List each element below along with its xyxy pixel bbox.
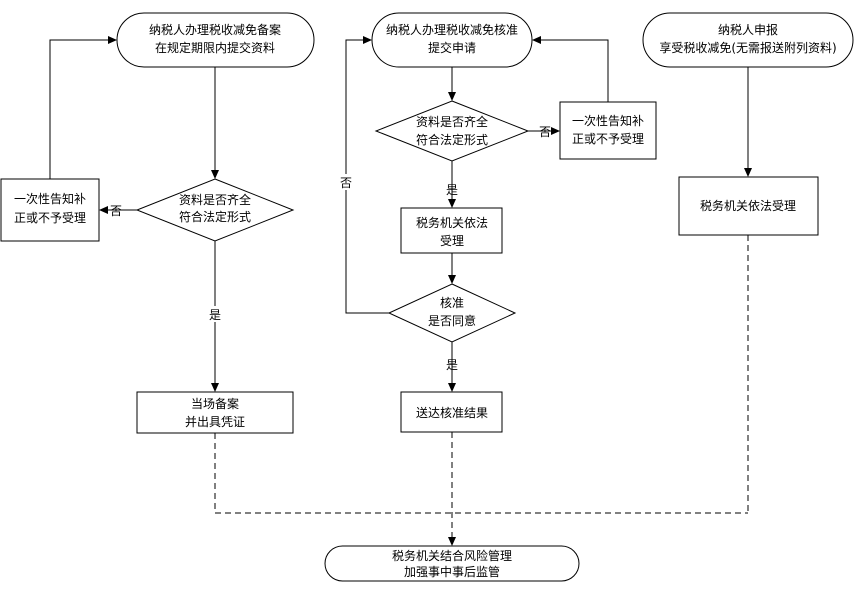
middle-approve-yes-arrowhead	[448, 383, 456, 392]
left-result-line1: 当场备案	[191, 396, 239, 411]
left-yes-label: 是	[209, 308, 221, 322]
middle-reject-line1: 一次性告知补	[572, 114, 644, 128]
middle-approve-no-label-bg	[335, 174, 357, 190]
bottom-end-line1: 税务机关结合风险管理	[392, 548, 512, 563]
bottom-end-node	[324, 545, 580, 582]
middle-check-decision	[374, 100, 530, 162]
dash-arrowhead-end	[448, 537, 456, 546]
right-start-line2: 享受税收减免(无需报送附列资料)	[659, 40, 836, 55]
middle-reject-box	[559, 101, 657, 160]
middle-arrowhead-yes	[448, 199, 456, 208]
bottom-end-line2: 加强事中事后监管	[404, 564, 500, 579]
middle-approve-decision	[387, 283, 517, 343]
left-result-line2: 并出具凭证	[185, 414, 245, 429]
left-loop-line	[49, 39, 108, 179]
middle-reject-loop-line	[541, 39, 609, 102]
middle-arrowhead-check	[448, 92, 456, 101]
middle-start-line1: 纳税人办理税收减免核准	[386, 22, 518, 37]
left-yes-label-bg	[204, 306, 226, 322]
left-no-label: 否	[110, 204, 122, 218]
middle-reject-loop-arrowhead	[532, 36, 541, 44]
left-start-node	[116, 12, 315, 68]
right-accept-box	[678, 176, 819, 236]
left-arrowhead-yes	[211, 383, 219, 392]
middle-accept-line1: 税务机关依法	[416, 215, 488, 230]
middle-no-label: 否	[539, 125, 551, 139]
left-start-line2: 在规定期限内提交资料	[155, 40, 275, 55]
left-result-box	[136, 391, 294, 434]
right-accept-text: 税务机关依法受理	[700, 198, 796, 213]
middle-accept-line2: 受理	[440, 234, 464, 248]
middle-result-box	[400, 391, 503, 433]
left-check-line2: 符合法定形式	[179, 209, 251, 224]
middle-start-node	[371, 12, 533, 68]
left-arrowhead-check	[211, 170, 219, 179]
left-reject-line1: 一次性告知补	[14, 192, 86, 206]
left-start-line1: 纳税人办理税收减免备案	[149, 22, 281, 37]
middle-arrowhead-approve	[448, 275, 456, 284]
middle-yes-label: 是	[446, 183, 458, 197]
middle-check-line1: 资料是否齐全	[416, 114, 488, 129]
left-reject-line2: 正或不予受理	[14, 211, 86, 225]
middle-approve-no-label: 否	[340, 176, 352, 190]
left-arrowhead-no	[99, 206, 108, 214]
right-start-line1: 纳税人申报	[718, 22, 778, 37]
left-check-line1: 资料是否齐全	[179, 192, 251, 207]
middle-accept-box	[400, 207, 503, 254]
middle-approve-line1: 核准	[440, 296, 464, 310]
right-start-node	[642, 12, 854, 68]
middle-approve-no-loop-arrowhead	[363, 36, 372, 44]
left-reject-box	[0, 178, 100, 242]
left-loop-arrowhead	[108, 36, 117, 44]
middle-approve-yes-label: 是	[446, 358, 458, 372]
middle-start-line2: 提交申请	[428, 40, 476, 55]
middle-approve-line2: 是否同意	[428, 313, 476, 328]
right-arrowhead-accept	[744, 168, 752, 177]
middle-result-text: 送达核准结果	[416, 405, 488, 420]
middle-arrowhead-no	[551, 127, 560, 135]
middle-reject-line2: 正或不予受理	[572, 132, 644, 146]
middle-check-line2: 符合法定形式	[416, 132, 488, 147]
